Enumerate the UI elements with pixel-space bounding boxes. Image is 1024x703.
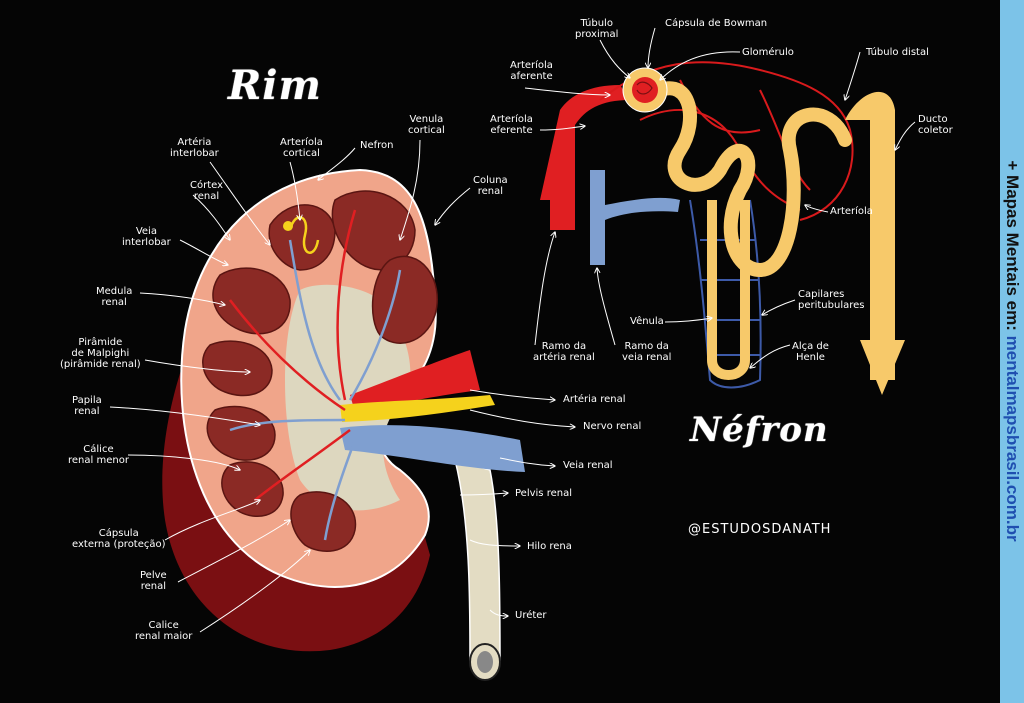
kidney-leader-lines (109, 139, 575, 633)
label-arteria-interlobar: Artéria interlobar (170, 137, 219, 159)
label-tubulo-distal: Túbulo distal (866, 47, 929, 58)
anatomy-illustration (109, 27, 916, 681)
renal-artery (350, 350, 480, 412)
label-coluna-renal: Coluna renal (473, 175, 508, 197)
branch-of-renal-artery (540, 85, 630, 230)
label-ureter: Uréter (515, 610, 547, 621)
website-link[interactable]: mentalmapsbrasil.com.br (1003, 335, 1022, 542)
renal-vein (340, 425, 525, 472)
label-medula-renal: Medula renal (96, 286, 133, 308)
label-capsula-externa: Cápsula externa (proteção) (72, 528, 166, 550)
label-veia-renal: Veia renal (563, 460, 613, 471)
label-papila-renal: Papila renal (72, 395, 102, 417)
interlobar-vessels (229, 209, 402, 541)
label-calice-menor: Cálice renal menor (68, 444, 129, 466)
label-arteriola-aferente: Arteríola aferente (510, 60, 553, 82)
nephron-leader-lines (524, 27, 916, 368)
diagram-board: Rim Néfron @ESTUDOSDANATH Artéria interl… (60, 18, 953, 681)
label-arteriola-cortical: Arteríola cortical (280, 137, 323, 159)
label-alca-henle: Alça de Henle (792, 341, 829, 363)
label-arteriola-eferente: Arteríola eferente (490, 114, 533, 136)
label-venula: Vênula (630, 316, 664, 327)
glomerulus (632, 77, 658, 103)
nephron-title: Néfron (690, 410, 829, 450)
kidney-title: Rim (228, 62, 322, 109)
label-venula-cortical: Venula cortical (408, 114, 445, 136)
label-pelvis-renal: Pelvis renal (515, 488, 572, 499)
label-veia-interlobar: Veia interlobar (122, 226, 171, 248)
label-ramo-veia-renal: Ramo da veia renal (622, 341, 672, 363)
label-pelve-renal: Pelve renal (140, 570, 167, 592)
sidebar-banner: + Mapas Mentais em: mentalmapsbrasil.com… (1000, 0, 1024, 703)
label-calice-maior: Calice renal maior (135, 620, 193, 642)
label-cortex-renal: Córtex renal (190, 180, 224, 202)
label-ducto-coletor: Ducto coletor (918, 114, 953, 136)
renal-pyramids (202, 190, 438, 552)
label-ramo-arteria-renal: Ramo da artéria renal (533, 341, 595, 363)
sidebar-text: + Mapas Mentais em: mentalmapsbrasil.com… (1002, 160, 1022, 541)
label-capilares-peritubulares: Capilares peritubulares (798, 289, 865, 311)
label-arteriola: Arteríola (830, 206, 873, 217)
sidebar-prefix: + Mapas Mentais em: (1003, 160, 1022, 336)
kidney-drawing (162, 168, 525, 681)
label-piramide-malpighi: Pirâmide de Malpighi (pirâmide renal) (60, 337, 141, 370)
renal-nerve (340, 395, 495, 422)
nephron-in-cortex (288, 216, 320, 254)
label-tubulo-proximal: Túbulo proximal (575, 18, 619, 40)
label-nefron: Nefron (360, 140, 394, 151)
ureter (453, 458, 501, 661)
nephron-drawing (540, 61, 905, 395)
label-glomerulo: Glomérulo (742, 47, 794, 58)
label-nervo-renal: Nervo renal (583, 421, 642, 432)
loop-of-henle (707, 200, 750, 380)
label-hilo-renal: Hilo rena (527, 541, 572, 552)
branch-of-renal-vein (590, 170, 680, 265)
collecting-duct (845, 91, 895, 381)
renal-tubule (643, 81, 852, 278)
label-capsula-bowman: Cápsula de Bowman (665, 18, 768, 29)
label-arteria-renal: Artéria renal (563, 394, 626, 405)
author-handle: @ESTUDOSDANATH (688, 522, 832, 537)
